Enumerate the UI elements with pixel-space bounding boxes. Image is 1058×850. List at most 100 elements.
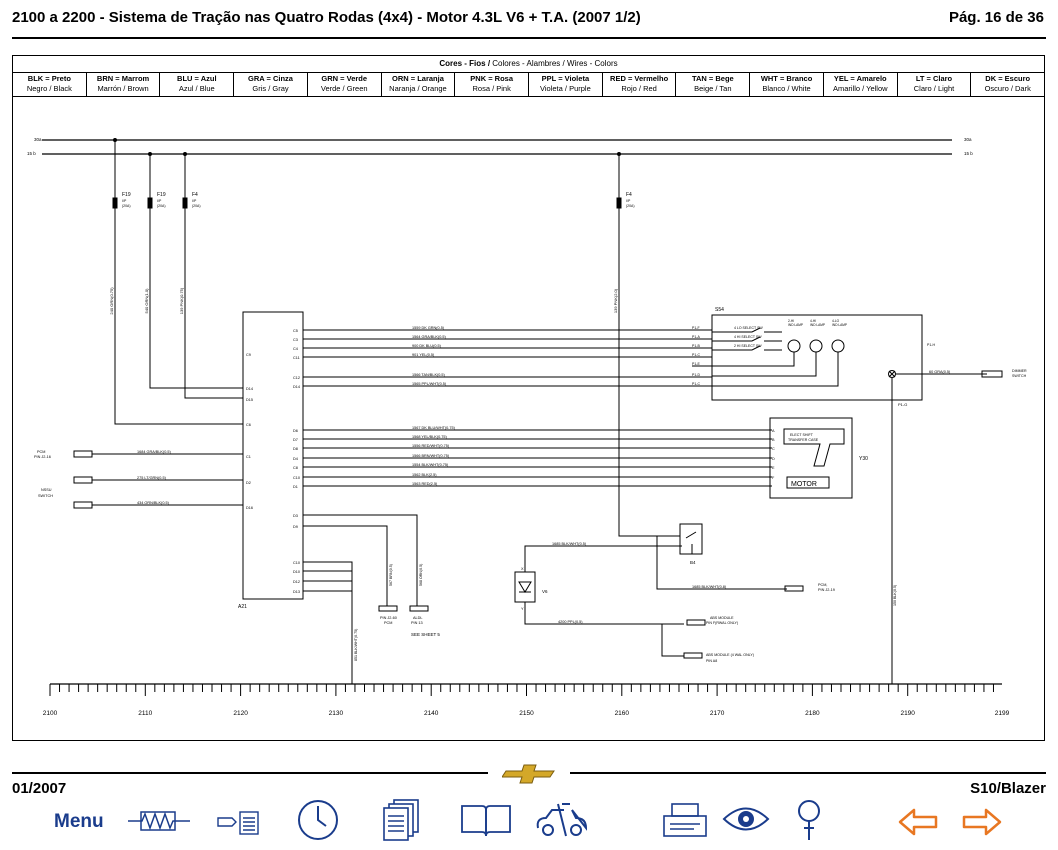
wire-label: 4200 PPL(0.5)	[558, 620, 583, 624]
legend-color-names: Marrón / Brown	[97, 84, 149, 93]
wire-540-orn	[149, 208, 243, 389]
color-legend-heading: Cores - Fios / Colores - Alambres / Wire…	[13, 56, 1044, 73]
index-icon[interactable]	[216, 808, 262, 836]
vertical-wire-label: 139 PNK(0.75)	[179, 287, 184, 314]
legend-color-names: Rojo / Red	[621, 84, 657, 93]
pcm-label: PCM,	[818, 583, 828, 587]
previous-page-icon[interactable]	[898, 808, 938, 836]
legend-color-names: Gris / Gray	[252, 84, 289, 93]
dimmer-label: DIMMER	[1012, 369, 1027, 373]
wire-139-pnk-2	[618, 208, 680, 537]
input-connector	[73, 501, 93, 509]
aldl-label: ALDL	[413, 616, 423, 620]
a21-pin-left: D2	[246, 481, 251, 485]
lamp-wire	[712, 352, 795, 367]
legend-color-names: Azul / Blue	[178, 84, 215, 93]
wire-label: 1568 YEL/BLK(0.75)	[412, 435, 447, 439]
lamp-label: IND LAMP	[788, 323, 803, 327]
vertical-wire-label: 139 PNK(2.0)	[613, 288, 618, 313]
wire-567	[303, 525, 388, 606]
s54-label: S54	[715, 307, 724, 313]
component-icon[interactable]	[128, 806, 190, 836]
aldl-connector	[409, 605, 429, 612]
legend-color-names: Violeta / Purple	[540, 84, 591, 93]
y30-label: Y30	[859, 456, 868, 462]
wire-label: 1559 DK GRN(0.5)	[412, 326, 445, 330]
wire-ground	[303, 570, 353, 684]
nssu-label: NSSU	[41, 488, 52, 492]
ruler-label: 2190	[900, 710, 915, 717]
pin-label: PIN J2-19	[818, 588, 835, 592]
motor-box	[786, 476, 830, 489]
a21-pin-right: C5	[293, 329, 298, 333]
select-switch-label: 4 HI SELECT SW	[734, 335, 762, 339]
legend-color-code: PPL = Violeta	[541, 74, 590, 83]
s54-pin: P1-C	[692, 353, 700, 357]
a21-pin-right: D3	[293, 514, 298, 518]
indicator-lamp	[787, 339, 801, 353]
wire-568	[303, 514, 418, 606]
fuse-name: F19	[157, 192, 166, 198]
vertical-wire-label: 240 ORN(0.75)	[109, 287, 114, 315]
wire-label: 567 BRN(0.5)	[389, 564, 393, 586]
printer-icon[interactable]	[660, 802, 710, 840]
page-title: 2100 a 2200 - Sistema de Tração nas Quat…	[12, 9, 641, 26]
module-a21	[242, 311, 304, 600]
a21-pin-right: C8	[293, 466, 298, 470]
next-page-icon[interactable]	[962, 808, 1002, 836]
a21-pin-left: C9	[246, 353, 251, 357]
legend-color-names: Verde / Green	[320, 84, 368, 93]
ruler-label: 2110	[138, 710, 152, 717]
footer-divider-right	[570, 772, 1046, 774]
clock-icon[interactable]	[296, 798, 340, 842]
select-switch-contact	[712, 345, 782, 351]
wire-label: 1566 TAN/BLK(0.5)	[412, 373, 446, 377]
diode-x-label: X	[521, 567, 524, 571]
ruler-label: 2160	[615, 710, 630, 717]
s54-pin: P1-A	[692, 335, 700, 339]
electshift-outline	[783, 428, 845, 467]
legend-color-code: BRN = Marrom	[96, 74, 150, 83]
header-divider	[12, 37, 1046, 39]
wire-label: 851 BLK/WHT(0.75)	[354, 629, 358, 661]
diagram-frame: Cores - Fios / Colores - Alambres / Wire…	[12, 55, 1045, 741]
pcm-j260-connector	[378, 605, 398, 612]
switch-label: SWITCH	[38, 494, 53, 498]
documents-icon[interactable]	[382, 798, 422, 842]
car-tools-icon[interactable]	[532, 800, 592, 840]
aldl-label: PIN 13	[411, 621, 423, 625]
relay-contact	[685, 531, 697, 554]
diode-y-label: Y	[521, 607, 524, 611]
relay-b4	[679, 523, 703, 555]
abs-fwal-connector	[686, 619, 706, 626]
a21-pin-right: C10	[293, 561, 300, 565]
a21-pin-right: D9	[293, 525, 298, 529]
y30-pin: F	[772, 476, 775, 480]
eye-icon[interactable]	[722, 804, 770, 834]
see-sheet-label: SEE SHEET 5	[411, 632, 440, 637]
wire-label: 1567 DK BLU/WHT(0.75)	[412, 426, 456, 430]
abs-label: PIN F(RWAL ONLY)	[706, 621, 738, 625]
wire-label: 60 GRA(0.5)	[929, 370, 951, 374]
module-a21-label: A21	[238, 604, 247, 610]
bus-15b-label-right: 15 b	[964, 151, 973, 156]
wire-label: 434 ORN/BLK(0.5)	[137, 501, 170, 505]
s54-pin: P1-D	[692, 373, 700, 377]
wire-label: 1564 GRA/BLK(0.5)	[412, 335, 447, 339]
menu-button[interactable]: Menu	[54, 811, 104, 832]
legend-color-names: Oscuro / Dark	[984, 84, 1031, 93]
indicator-lamp	[831, 339, 845, 353]
pcm-j219-connector	[784, 585, 804, 592]
book-icon[interactable]	[460, 802, 512, 838]
pin-label: PCM	[384, 621, 392, 625]
search-icon[interactable]	[792, 798, 826, 844]
bus-30a-label: 30a	[34, 137, 42, 142]
